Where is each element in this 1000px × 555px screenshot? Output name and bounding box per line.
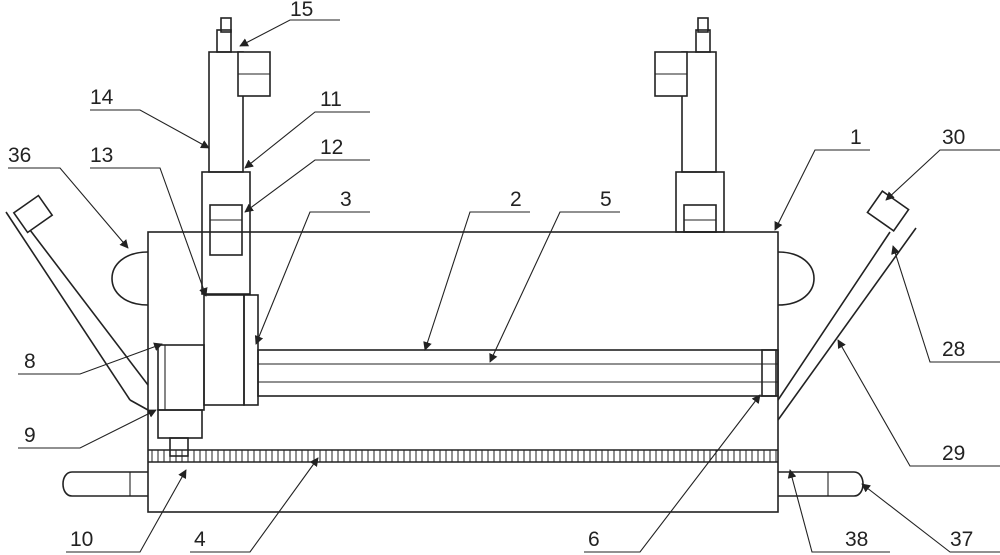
label-12: 12: [244, 136, 370, 213]
gear-rack: [148, 449, 778, 463]
label-3: 3: [254, 188, 370, 345]
label-5: 5: [489, 188, 620, 363]
label-37: 37: [861, 483, 1000, 553]
label-text-29: 29: [942, 442, 965, 465]
label-text-36: 36: [8, 144, 31, 167]
label-36: 36: [8, 144, 129, 249]
label-text-4: 4: [194, 528, 206, 551]
main-body: [147, 231, 779, 513]
label-14: 14: [90, 86, 210, 149]
label-10: 10: [66, 469, 187, 553]
label-11: 11: [244, 88, 370, 169]
label-4: 4: [190, 457, 319, 553]
right-arm: [777, 190, 917, 421]
right-vertical-assembly: [654, 17, 725, 233]
label-text-10: 10: [70, 528, 93, 551]
label-text-38: 38: [845, 528, 868, 551]
label-text-3: 3: [340, 188, 352, 211]
label-9: 9: [18, 409, 157, 449]
label-text-6: 6: [588, 528, 600, 551]
label-text-15: 15: [290, 0, 313, 21]
label-2: 2: [423, 188, 530, 351]
label-text-30: 30: [942, 126, 965, 149]
label-text-13: 13: [90, 144, 113, 167]
label-28: 28: [891, 245, 1000, 363]
right-bump: [777, 251, 815, 306]
motor-assembly: [157, 344, 205, 457]
label-8: 8: [18, 342, 163, 375]
left-arm: [5, 194, 149, 411]
label-29: 29: [837, 339, 1000, 467]
label-13: 13: [90, 144, 208, 297]
label-text-1: 1: [850, 126, 862, 149]
label-6: 6: [584, 394, 761, 553]
label-text-37: 37: [950, 528, 973, 551]
label-text-28: 28: [942, 338, 965, 361]
label-15: 15: [239, 0, 340, 47]
left-bump: [111, 251, 149, 306]
label-38: 38: [787, 469, 890, 553]
left-vertical-assembly: [201, 17, 271, 406]
label-text-14: 14: [90, 86, 114, 109]
label-1: 1: [774, 126, 870, 231]
label-text-11: 11: [320, 88, 342, 111]
label-text-8: 8: [24, 350, 36, 373]
label-text-2: 2: [510, 188, 522, 211]
rails: [257, 349, 779, 397]
label-30: 30: [885, 126, 1000, 201]
label-text-5: 5: [600, 188, 612, 211]
label-text-12: 12: [320, 136, 343, 159]
label-text-9: 9: [24, 424, 36, 447]
